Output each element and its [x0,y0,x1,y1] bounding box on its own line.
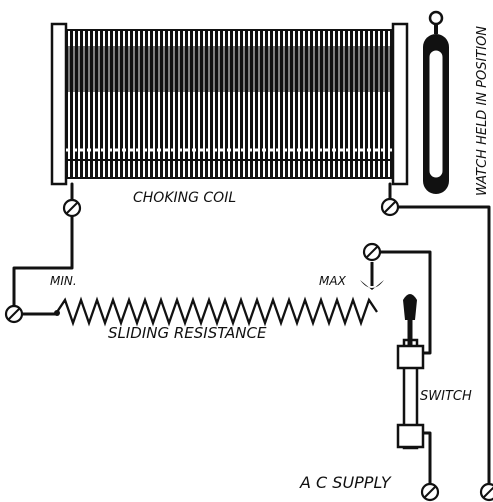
wire-coil-left-to-min [12,182,74,316]
watch-icon [423,10,449,194]
watch-face [428,49,444,179]
slider-arrow [360,280,384,290]
watch-crown [428,10,444,26]
coil-dark-band [66,46,393,92]
switch-upper-clip [396,344,425,370]
choking-coil [50,22,409,186]
terminal-supply-right [479,482,493,502]
wire-coil-right-to-supply [388,182,491,491]
slider-contact-icon[interactable] [360,262,384,290]
wire-max-to-switch [370,250,432,355]
sliding-resistance [56,296,378,327]
resistance-min-end [54,310,60,316]
terminal-supply-left [420,482,440,502]
terminal-max [362,242,382,262]
max-label: MAX [319,274,347,288]
coil-left-flange [50,22,68,186]
watch-label: WATCH HELD IN POSITION [475,26,490,196]
terminal-coil-left [62,198,82,218]
switch-lower-clip [396,423,425,449]
min-label: MIN. [50,274,77,288]
ac-supply-label: A C SUPPLY [299,473,392,492]
terminal-min [4,304,24,324]
switch-handle [403,294,417,320]
switch-icon[interactable] [396,294,425,450]
sliding-resistance-label: SLIDING RESISTANCE [108,324,267,342]
coil-right-flange [391,22,409,186]
terminal-coil-right [380,197,400,217]
switch-label: SWITCH [420,389,472,404]
choking-coil-label: CHOKING COIL [133,190,236,206]
terminals [4,197,493,502]
wiring [12,182,491,491]
